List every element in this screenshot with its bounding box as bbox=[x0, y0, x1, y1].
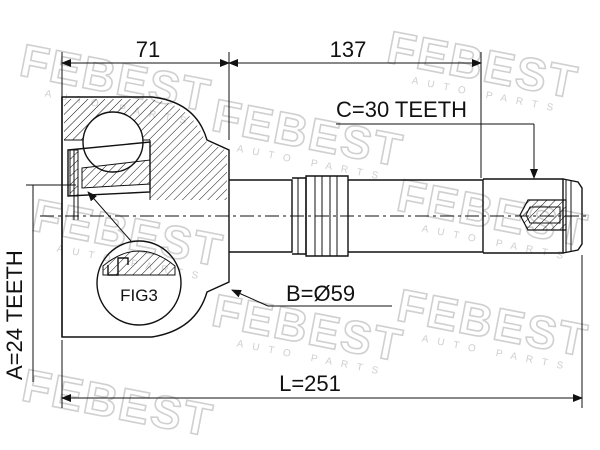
fig3-label: FIG3 bbox=[120, 286, 158, 305]
dimension-total: L=251 bbox=[61, 255, 583, 408]
spline-outer-callout: C=30 TEETH bbox=[336, 97, 538, 179]
fig3-detail: FIG3 bbox=[87, 191, 182, 326]
spline-inner-callout: A=24 TEETH bbox=[2, 184, 76, 382]
dimension-top: 71 137 bbox=[61, 37, 482, 178]
boot-diameter-callout: B=Ø59 bbox=[231, 281, 392, 307]
cage-ball bbox=[67, 111, 151, 220]
dim-shaft-length: 137 bbox=[330, 37, 367, 62]
shaft bbox=[229, 175, 583, 257]
watermark-brand: FEBEST bbox=[18, 359, 218, 447]
dim-total-length: L=251 bbox=[279, 371, 341, 396]
dim-spline-inner: A=24 TEETH bbox=[2, 250, 27, 380]
dim-outer-length: 71 bbox=[136, 37, 160, 62]
dim-boot-diameter: B=Ø59 bbox=[286, 281, 355, 306]
dim-spline-outer: C=30 TEETH bbox=[336, 97, 467, 122]
